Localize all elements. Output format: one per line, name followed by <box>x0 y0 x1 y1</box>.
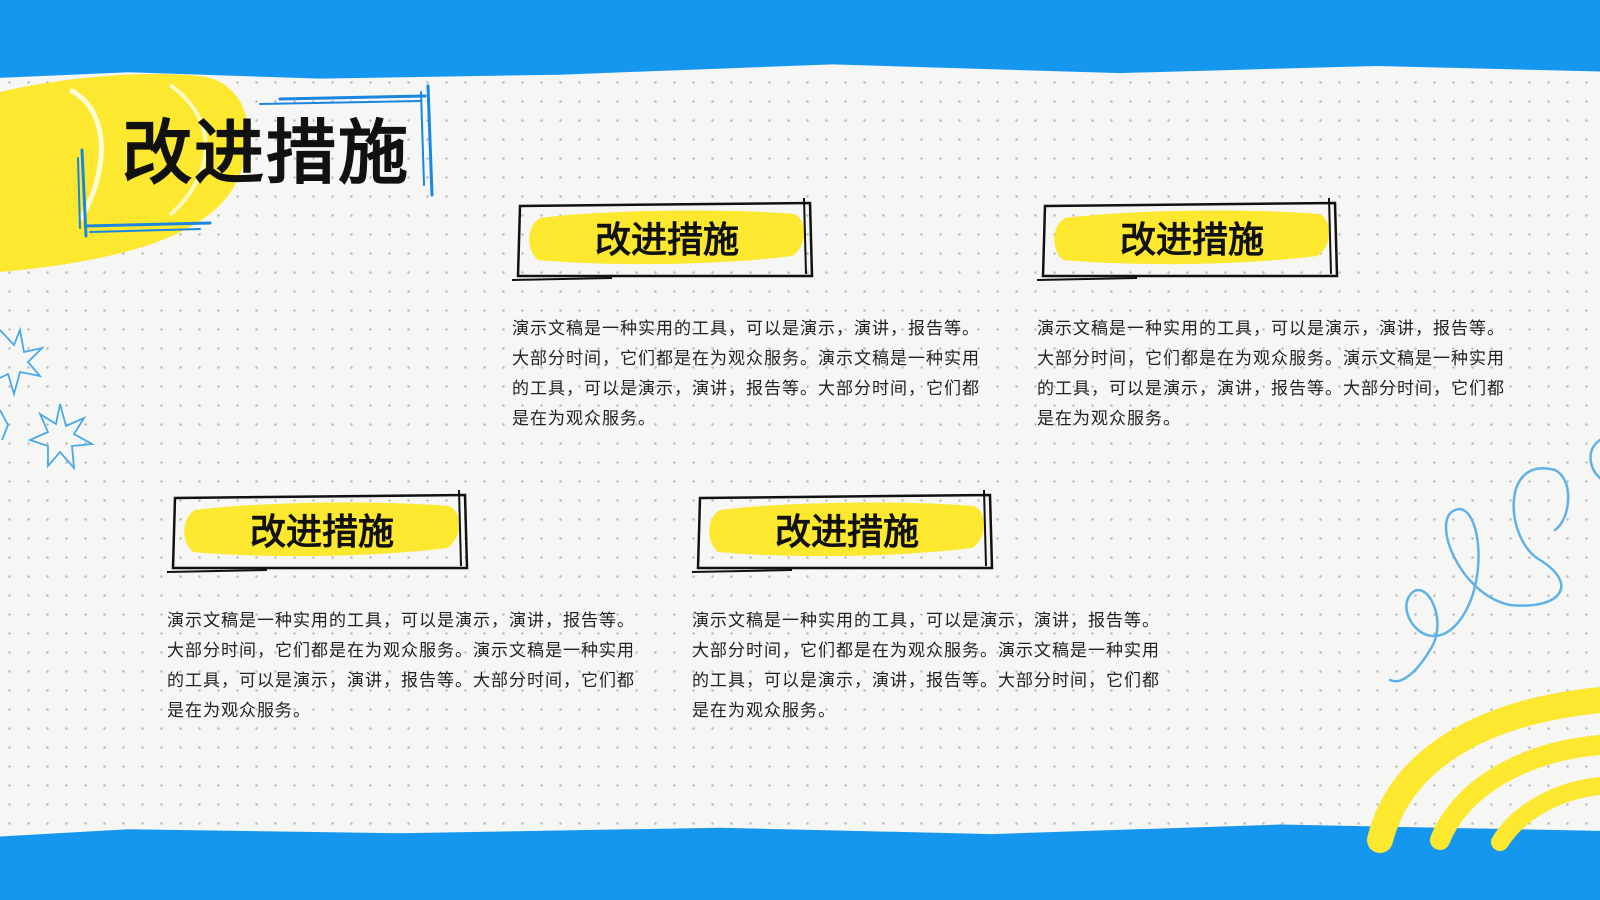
yellow-highlight-box <box>512 197 814 281</box>
card-header: 改进措施 <box>512 196 822 286</box>
card-title: 改进措施 <box>249 512 394 553</box>
yellow-highlight-box <box>167 489 469 573</box>
yellow-highlight-box <box>692 489 994 573</box>
card-body-text: 演示文稿是一种实用的工具，可以是演示，演讲，报告等。大部分时间，它们都是在为观众… <box>1037 319 1505 429</box>
card-title: 改进措施 <box>594 220 739 261</box>
paper-background <box>0 64 1600 837</box>
card-title: 改进措施 <box>1119 220 1264 261</box>
card-body-text: 演示文稿是一种实用的工具，可以是演示，演讲，报告等。大部分时间，它们都是在为观众… <box>692 611 1160 721</box>
card-body-text: 演示文稿是一种实用的工具，可以是演示，演讲，报告等。大部分时间，它们都是在为观众… <box>512 319 980 429</box>
card-header: 改进措施 <box>167 488 477 578</box>
page-title: 改进措施 <box>122 112 410 194</box>
yellow-highlight-box <box>1037 197 1339 281</box>
card-title: 改进措施 <box>774 512 919 553</box>
card-header: 改进措施 <box>1037 196 1347 286</box>
card-body-text: 演示文稿是一种实用的工具，可以是演示，演讲，报告等。大部分时间，它们都是在为观众… <box>167 611 635 721</box>
card-header: 改进措施 <box>692 488 1002 578</box>
